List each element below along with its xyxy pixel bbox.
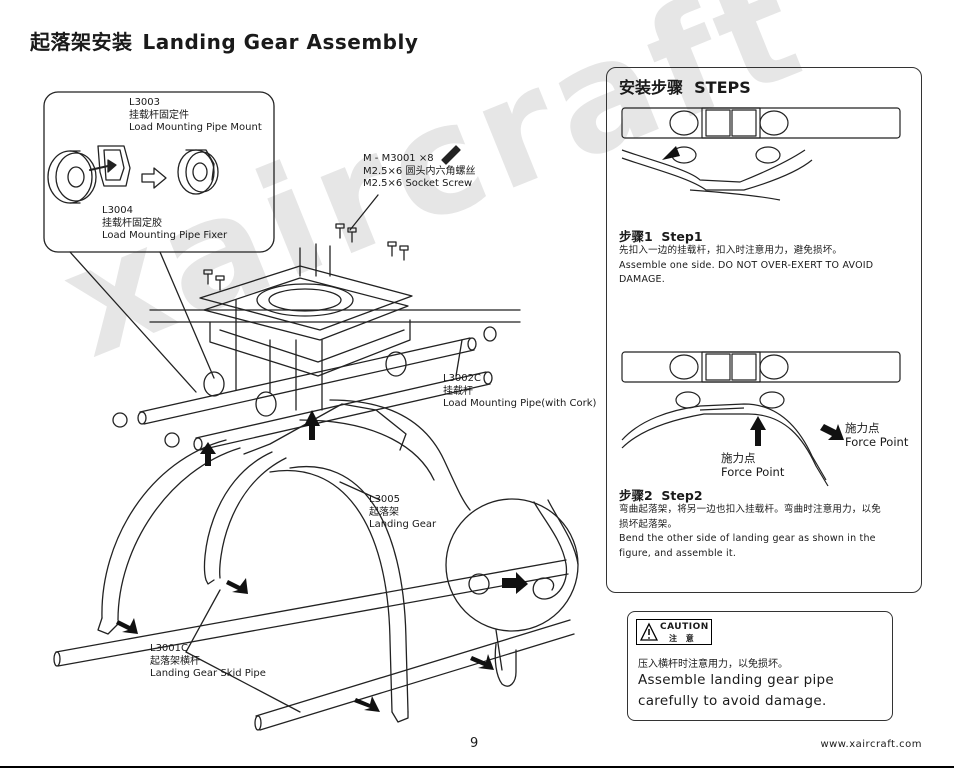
force-point-right-label: 施力点 Force Point [845,421,909,449]
hollow-arrow-icon [141,167,167,189]
label-screw: M - M3001 ×8 M2.5×6 圆头内六角螺丝 M2.5×6 Socke… [363,153,476,189]
assembled-ring-drawing [177,149,219,195]
step1-arrow [662,146,680,160]
steps-panel [606,67,922,593]
landing-gear-drawing [97,399,471,723]
step1-text: 先扣入一边的挂载杆，扣入时注意用力，避免损坏。 Assemble one sid… [619,245,874,285]
zoom-detail-circle [445,498,579,632]
page-title-cn: 起落架安装 [30,30,133,54]
page-number: 9 [470,736,479,751]
label-mount: L3003 挂载杆固定件 Load Mounting Pipe Mount [129,97,262,133]
caution-badge-word: CAUTION [660,622,709,632]
callout-leader-line [159,251,215,379]
warning-triangle-icon [639,622,659,641]
step2-heading: 步骤2 Step2 [619,488,703,503]
force-point-left-label: 施力点 Force Point [721,451,785,479]
screwdriver-icon [441,145,461,165]
label-skid: L3001C 起落架横杆 Landing Gear Skid Pipe [150,643,266,679]
zoom-pipe-section [468,573,490,595]
skid-pipe-drawing [53,559,575,731]
mounting-pipe-drawing [112,326,497,451]
parts-callout-box [43,91,275,253]
label-gear: L3005 起落架 Landing Gear [369,494,437,530]
step2-drawing [621,351,901,487]
caution-panel [627,611,893,721]
label-fixer: L3004 挂载杆固定胶 Load Mounting Pipe Fixer [102,205,228,241]
mount-clip-drawing [97,145,131,187]
caution-badge-cn: 注 意 [669,634,697,643]
callout-leader-line [69,251,197,393]
caution-text-cn: 压入横杆时注意用力，以免损坏。 [638,659,788,670]
direction-arrows [116,410,528,712]
website-url: www.xaircraft.com [820,739,922,750]
fixer-ring-drawing [47,150,97,204]
step1-heading: 步骤1 Step1 [619,229,703,244]
bottom-rule [0,766,954,768]
force-arrow-left [750,416,766,446]
caution-text-en: Assemble landing gear pipe carefully to … [638,672,834,709]
steps-title: 安装步骤 STEPS [619,78,751,97]
step1-drawing [621,107,901,201]
label-pipe: L3002C 挂载杆 Load Mounting Pipe(with Cork) [443,373,597,409]
center-frame-drawing [149,243,521,411]
page-title-en: Landing Gear Assembly [142,30,419,54]
caution-badge [636,619,712,645]
page-title: 起落架安装 Landing Gear Assembly [30,26,418,55]
force-arrow-right [820,424,844,440]
screws-drawing [203,223,409,291]
step2-text: 弯曲起落架，将另一边也扣入挂载杆。弯曲时注意用力，以免损坏起落架。 Bend t… [619,504,881,559]
